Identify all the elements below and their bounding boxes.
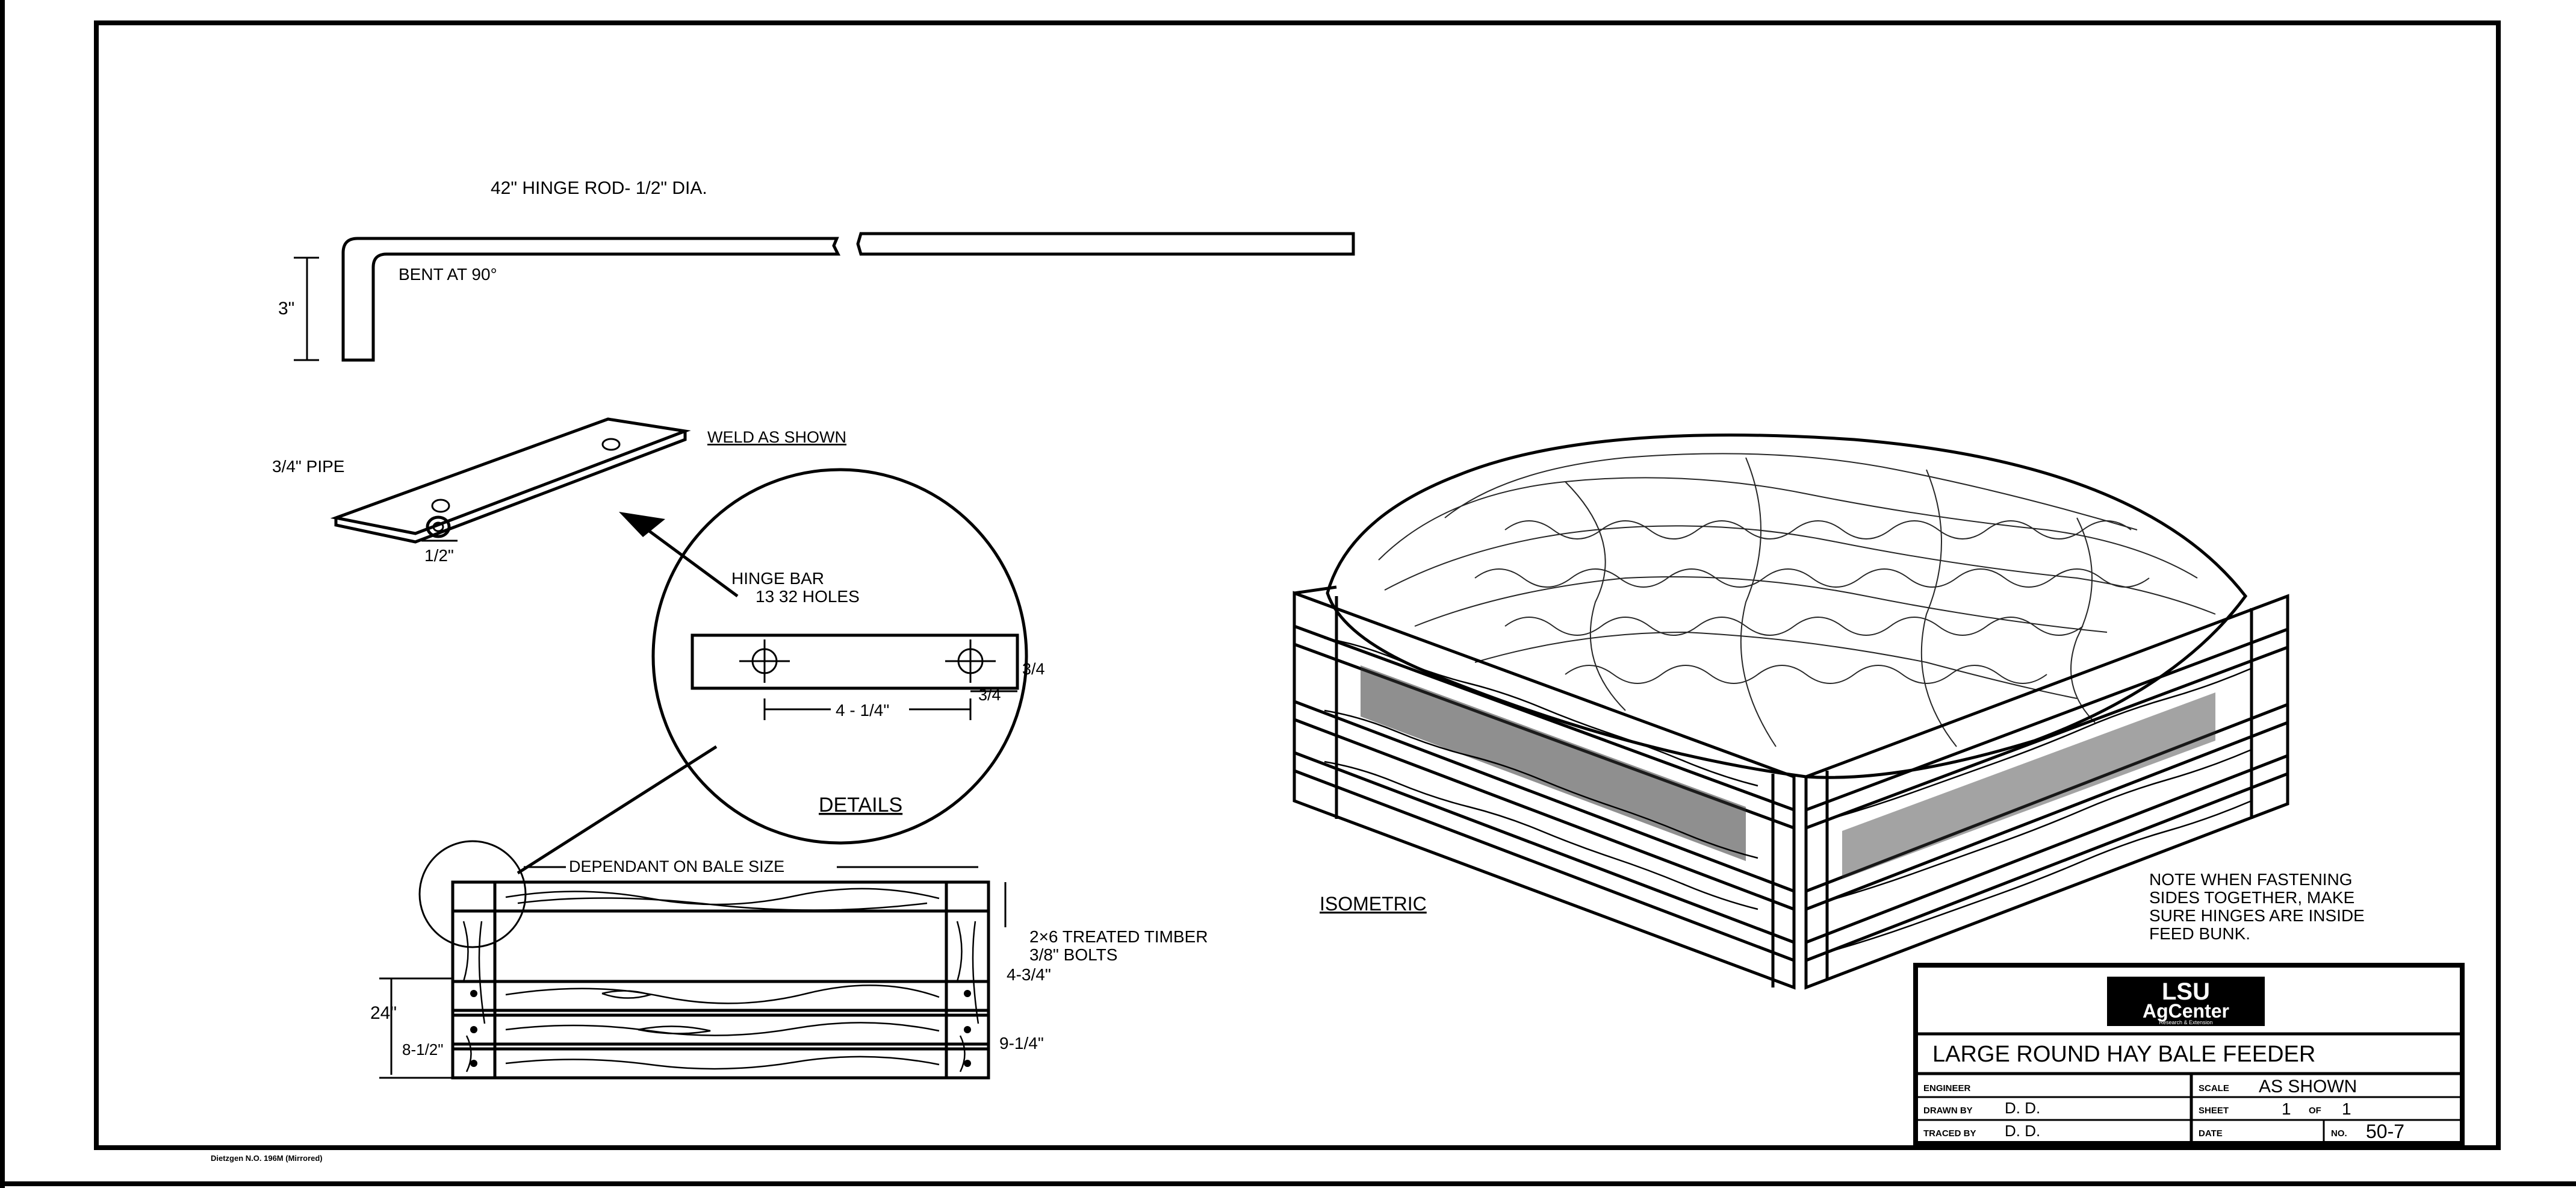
detail-spacing-dim: 4 - 1/4" [836, 701, 889, 720]
detail-edge-dim-2: 3/4 [978, 686, 1001, 704]
iso-post-left [1293, 585, 1338, 819]
of-label: OF [2309, 1106, 2321, 1116]
dim-spacing-bg [831, 700, 909, 720]
drawn-value: D. D. [2005, 1099, 2040, 1117]
timber-note-2: 3/8" BOLTS [1029, 945, 1117, 964]
iso-left-shadow [1361, 665, 1746, 861]
details-caption: DETAILS [819, 794, 902, 816]
title-block: LSU AgCenter Research & Extension LARGE … [1913, 963, 2465, 1146]
iso-note-2: SIDES TOGETHER, MAKE [2149, 888, 2354, 907]
grain-top [505, 888, 940, 911]
detail-leader-bottom [517, 745, 718, 875]
pipe-label: 3/4" PIPE [272, 457, 344, 476]
iso-right-shadow [1842, 692, 2215, 879]
bolt [964, 1026, 971, 1033]
engineer-label: ENGINEER [1923, 1083, 1971, 1093]
middle-board [451, 980, 990, 1012]
bolt [964, 1060, 971, 1067]
title-block-frame [1913, 963, 2465, 1146]
hinge-rod-drawing: 42" HINGE ROD- 1/2" DIA. BENT AT 90° 3" [278, 178, 1355, 362]
plate-hole-right [601, 438, 621, 451]
hinge-rod-outline-right [856, 232, 1355, 256]
hinge-bar-plate-edge [334, 431, 687, 544]
detail-leader-top [640, 523, 739, 598]
weld-note: WELD AS SHOWN [707, 428, 846, 446]
iso-grain-left [1324, 637, 1758, 910]
grain-bottom [505, 1056, 940, 1070]
of-value: 1 [2342, 1099, 2351, 1118]
drawing-title: LARGE ROUND HAY BALE FEEDER [1932, 1042, 2315, 1067]
sheet-value: 1 [2282, 1099, 2291, 1118]
timber-note-1: 2×6 TREATED TIMBER [1029, 927, 1208, 946]
lsu-agcenter-logo: LSU AgCenter Research & Extension [2107, 977, 2265, 1026]
traced-label: TRACED BY [1923, 1128, 1976, 1139]
plate-hole-left [431, 499, 450, 513]
iso-note-4: FEED BUNK. [2149, 924, 2250, 943]
logo-background [2107, 977, 2265, 1026]
no-label: NO. [2331, 1128, 2347, 1139]
top-board [451, 880, 990, 913]
iso-right-boards [1805, 627, 2288, 962]
detail-title-1: HINGE BAR [731, 569, 824, 588]
pipe-bore [432, 521, 444, 532]
no-value: 50-7 [2366, 1121, 2404, 1142]
hinge-bar-plan [691, 633, 1019, 690]
detail-edge-dim-1: 3/4 [1022, 660, 1045, 678]
hinge-rod-bend-note: BENT AT 90° [399, 265, 497, 284]
traced-value: D. D. [2005, 1122, 2040, 1140]
drawing-frame [94, 20, 2501, 1150]
drawn-label: DRAWN BY [1923, 1106, 1973, 1116]
hinge-rod-height-dim: 3" [278, 299, 294, 319]
side-height-dim: 24" [370, 1003, 397, 1023]
pipe-end [426, 515, 451, 538]
bolt [470, 990, 477, 997]
iso-note-1: NOTE WHEN FASTENING [2149, 870, 2353, 889]
bottom-board [451, 1047, 990, 1080]
grain-right-post [956, 921, 979, 1072]
hinge-bar-3d: 3/4" PIPE WELD AS SHOWN 1/2" [272, 417, 846, 598]
hay-texture [1378, 453, 2216, 747]
iso-post-right [2250, 596, 2289, 819]
sheet-label: SHEET [2199, 1106, 2229, 1116]
side-bottom-dim: 8-1/2" [402, 1040, 444, 1059]
grain-middle [505, 984, 940, 1004]
side-view: DEPENDANT ON BALE SIZE 2×6 TREATED TIMBE… [370, 840, 1208, 1080]
detail-circle-outline [651, 468, 1028, 845]
lower-board [451, 1013, 990, 1046]
grain-left-post [462, 921, 486, 1072]
isometric-view: ISOMETRIC NOTE WHEN FASTENING SIDES TOGE… [1293, 434, 2365, 990]
bolt [470, 1026, 477, 1033]
dim-right-1: 4-3/4" [1007, 965, 1051, 984]
pipe-width-dim: 1/2" [424, 546, 454, 565]
span-note: DEPENDANT ON BALE SIZE [569, 857, 784, 875]
bolt [470, 1060, 477, 1067]
bolt [964, 990, 971, 997]
logo-agcenter: AgCenter [2143, 1000, 2229, 1022]
hinge-rod-outline [341, 237, 841, 362]
logo-tagline: Research & Extension [2159, 1019, 2212, 1025]
grain-lower [505, 1022, 940, 1036]
date-label: DATE [2199, 1128, 2223, 1139]
detail-circle: HINGE BAR 13 32 HOLES 4 - 1/4" 3/4 3/4 D… [517, 468, 1045, 875]
paper-note: Dietzgen N.O. 196M (Mirrored) [211, 1154, 323, 1163]
detail-title-2: 13 32 HOLES [756, 587, 860, 606]
scale-value: AS SHOWN [2259, 1077, 2357, 1096]
logo-lsu: LSU [2162, 978, 2210, 1005]
isometric-caption: ISOMETRIC [1320, 893, 1427, 915]
scale-label: SCALE [2199, 1083, 2229, 1093]
detail-arrowhead [619, 512, 665, 537]
hay-bale-outline [1326, 434, 2248, 779]
iso-post-center [1771, 771, 1829, 987]
hinge-rod-title: 42" HINGE ROD- 1/2" DIA. [491, 178, 707, 198]
iso-grain-right [1830, 667, 2252, 953]
dim-right-2: 9-1/4" [999, 1034, 1044, 1053]
iso-note-3: SURE HINGES ARE INSIDE [2149, 906, 2365, 925]
